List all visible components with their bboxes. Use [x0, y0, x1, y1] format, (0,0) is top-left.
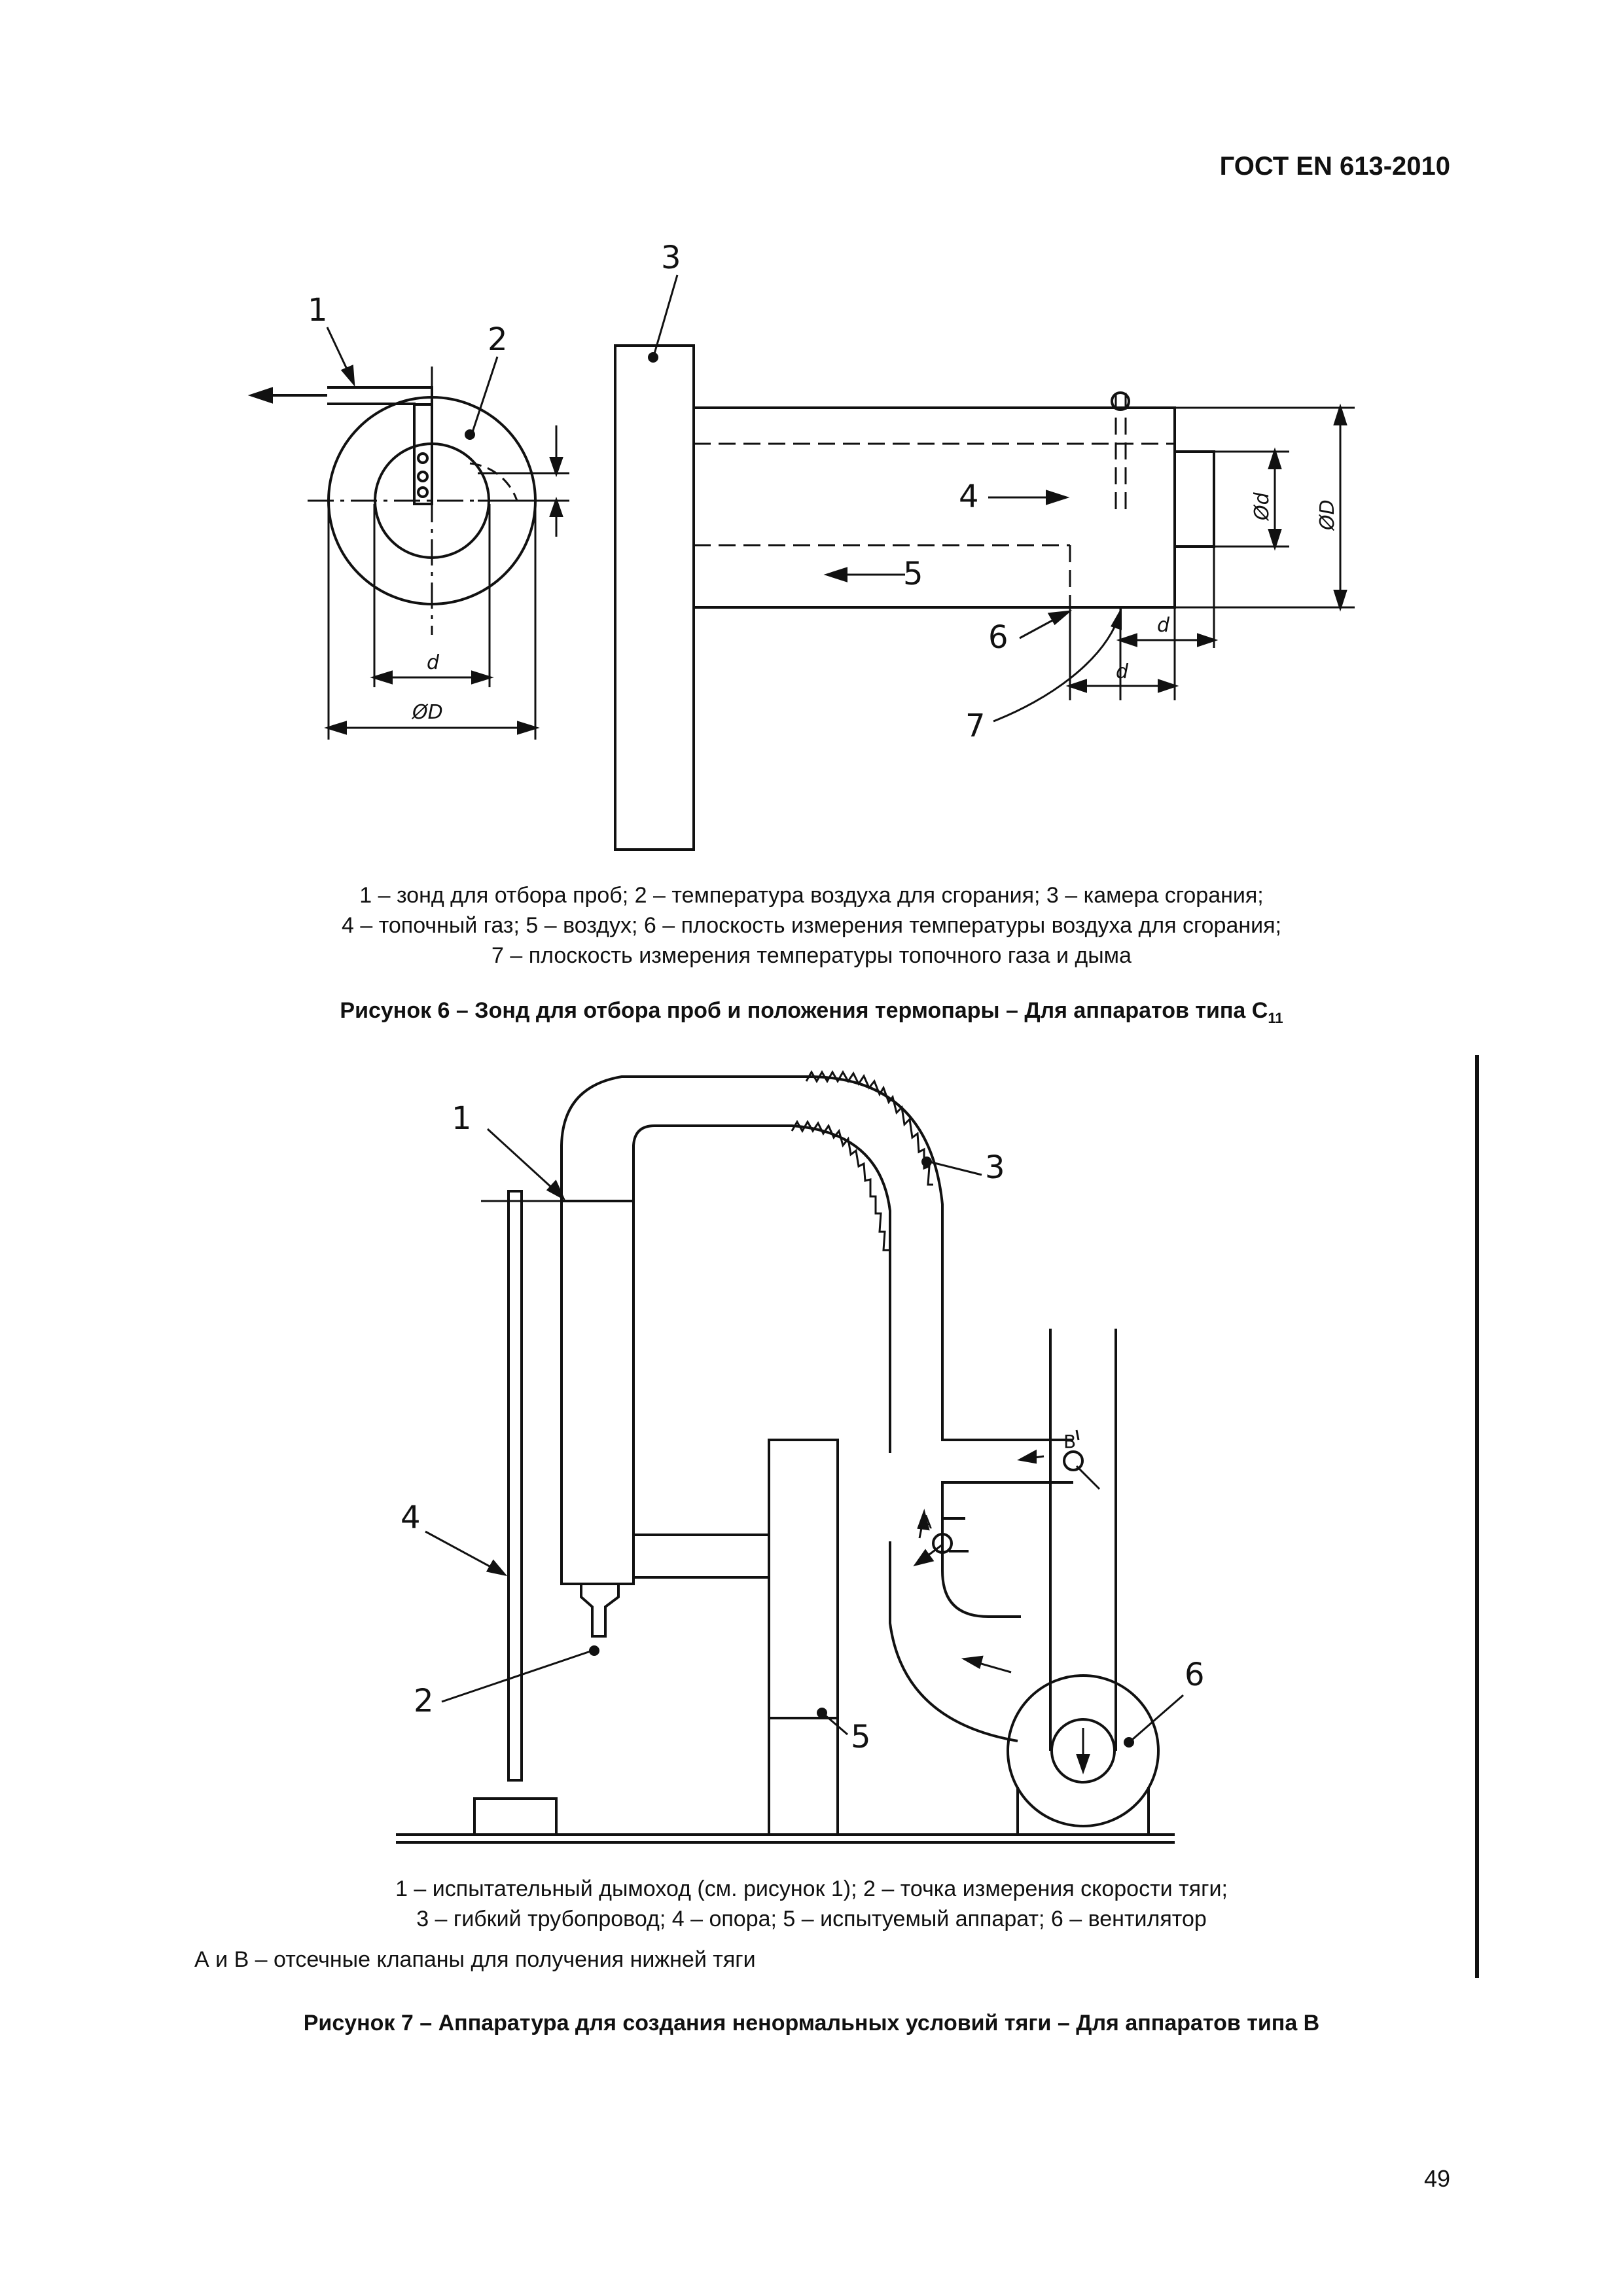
figure-7-note: А и В – отсечные клапаны для получения н…: [194, 1947, 756, 1972]
fig7-valve-label-a: A: [919, 1511, 932, 1533]
fig6-label-5: 5: [903, 556, 923, 592]
fig6-label-3: 3: [661, 240, 681, 276]
flue-pipe: [694, 406, 1176, 609]
fig6-dim-phi-D: ØD: [1316, 499, 1339, 531]
figure-7-diagram: 1 2 3 4 5 6 A B: [396, 1069, 1205, 1844]
figure-6-caption: Рисунок 6 – Зонд для отбора проб и полож…: [0, 998, 1623, 1027]
legend-line: 1 – зонд для отбора проб; 2 – температур…: [359, 883, 1264, 908]
legend-line: 3 – гибкий трубопровод; 4 – опора; 5 – и…: [416, 1907, 1207, 1931]
support-stand: [507, 1190, 523, 1782]
page-number: 49: [1423, 2165, 1450, 2192]
fig6-dim-phi-d: Ød: [1251, 492, 1274, 522]
fig6-dim-D-left: ØD: [411, 701, 443, 724]
fig7-label-3: 3: [985, 1149, 1005, 1186]
fig6-label-1: 1: [308, 292, 328, 329]
duct-inner: [632, 1124, 891, 1453]
legend-line: 4 – топочный газ; 5 – воздух; 6 – плоско…: [341, 913, 1281, 938]
duct-outer: [560, 1075, 1073, 1742]
inner-dashed-arc: [469, 462, 518, 501]
fig6-label-2: 2: [488, 321, 508, 358]
fig7-label-2: 2: [414, 1683, 434, 1719]
fig7-label-4: 4: [401, 1499, 421, 1536]
caption-subscript: 11: [1268, 1009, 1283, 1026]
figure-7-legend: 1 – испытательный дымоход (см. рисунок 1…: [0, 1874, 1623, 1934]
fig7-label-6: 6: [1185, 1657, 1205, 1693]
figure-6-legend: 1 – зонд для отбора проб; 2 – температур…: [0, 880, 1623, 971]
fan-housing: [1007, 1674, 1160, 1827]
legend-line: 7 – плоскость измерения температуры топо…: [491, 943, 1132, 968]
fig6-label-4: 4: [959, 478, 979, 515]
test-appliance: [633, 1439, 839, 1835]
figure-6-diagram: 1 2 3 4 5 6 7 d ØD d d Ød ØD: [247, 240, 1355, 851]
legend-line: 1 – испытательный дымоход (см. рисунок 1…: [395, 1876, 1228, 1901]
test-chimney: [560, 1200, 635, 1585]
fig6-dim-d-bottom: d: [1116, 660, 1129, 683]
fig6-dim-d-top: d: [1157, 614, 1170, 637]
combustion-chamber: [614, 344, 695, 851]
fig6-label-7: 7: [965, 708, 986, 744]
caption-text: Рисунок 6 – Зонд для отбора проб и полож…: [340, 998, 1268, 1023]
document-header: ГОСТ EN 613-2010: [1219, 152, 1450, 181]
fig6-dim-d-left: d: [427, 651, 440, 674]
valve-b: [1063, 1450, 1084, 1471]
valve-a: [932, 1533, 953, 1554]
fig6-label-6: 6: [988, 619, 1008, 656]
fig7-label-1: 1: [452, 1100, 472, 1137]
fig7-valve-label-b: B: [1063, 1431, 1076, 1452]
fig7-label-5: 5: [851, 1719, 871, 1755]
margin-bar: [1475, 1055, 1479, 1978]
figure-7-caption: Рисунок 7 – Аппаратура для создания нено…: [303, 2011, 1320, 2036]
